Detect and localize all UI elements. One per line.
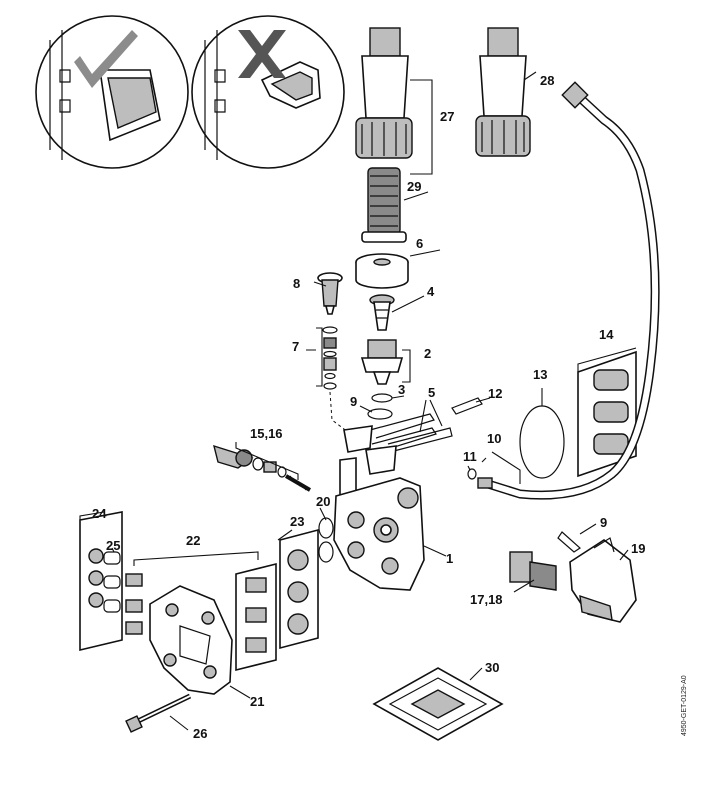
label-1: 1 [446,551,453,566]
part-26-bolt [125,693,192,733]
label-29: 29 [407,179,421,194]
part-17-18-pressure-valve [509,551,557,591]
part-25-seal-set [103,551,143,635]
label-26: 26 [193,726,207,741]
assembly-guide-line [329,391,349,433]
label-30: 30 [485,660,499,675]
label-24: 24 [92,506,107,521]
part-28-inlet-connector [475,27,531,157]
part-3-o-ring [371,393,393,403]
label-8: 8 [293,276,300,291]
part-30-gasket [372,667,504,741]
label-20: 20 [316,494,330,509]
label-22: 22 [186,533,200,548]
part-23-seal-set [279,528,319,650]
detail-wrong [191,15,345,169]
part-27-inlet-connector [355,27,413,159]
label-11: 11 [463,449,477,464]
label-28: 28 [540,73,554,88]
part-13-o-ring [519,405,565,479]
part-10-hose [477,81,660,500]
part-22-valve-set [133,551,277,672]
label-15-16: 15,16 [250,426,283,441]
leader-lines [79,71,637,731]
part-1-pump-housing [333,425,425,591]
part-15-16-unloader-kit [213,444,312,492]
label-9-upper: 9 [350,394,357,409]
part-labels: 27 28 29 6 8 4 7 2 3 5 12 13 14 9 15,16 … [92,73,688,741]
label-19: 19 [631,541,645,556]
part-7-valve-stack [322,326,338,390]
part-8-plug [317,272,343,315]
label-2: 2 [424,346,431,361]
label-6: 6 [416,236,423,251]
label-21: 21 [250,694,264,709]
label-5: 5 [428,385,435,400]
label-10: 10 [487,431,501,446]
part-24-seal-set [79,511,123,652]
part-11-o-ring [467,468,477,480]
label-14: 14 [599,327,614,342]
part-4-valve [369,294,395,331]
label-27: 27 [440,109,454,124]
label-17-18: 17,18 [470,592,503,607]
part-29-filter [361,167,407,243]
detail-correct [35,15,189,169]
label-12: 12 [488,386,502,401]
label-9-lower: 9 [600,515,607,530]
label-4: 4 [427,284,435,299]
part-14-piston-seals [577,350,637,478]
part-19-unloader-housing [569,537,637,623]
part-20-o-rings [318,517,334,563]
part-9-o-ring [367,408,393,420]
part-9-clip [557,531,581,553]
part-6-spacer [355,253,409,289]
part-5-clips [369,413,453,453]
drawing-code: 4950-GET-0129-A0 [681,675,688,736]
label-25: 25 [106,538,120,553]
check-mark-icon [74,30,138,88]
label-3: 3 [398,382,405,397]
part-21-pump-head [149,585,233,695]
part-2-fitting [360,339,404,385]
cross-mark-icon [238,30,286,78]
label-7: 7 [292,339,299,354]
part-12-clip [451,397,483,415]
label-23: 23 [290,514,304,529]
label-13: 13 [533,367,547,382]
